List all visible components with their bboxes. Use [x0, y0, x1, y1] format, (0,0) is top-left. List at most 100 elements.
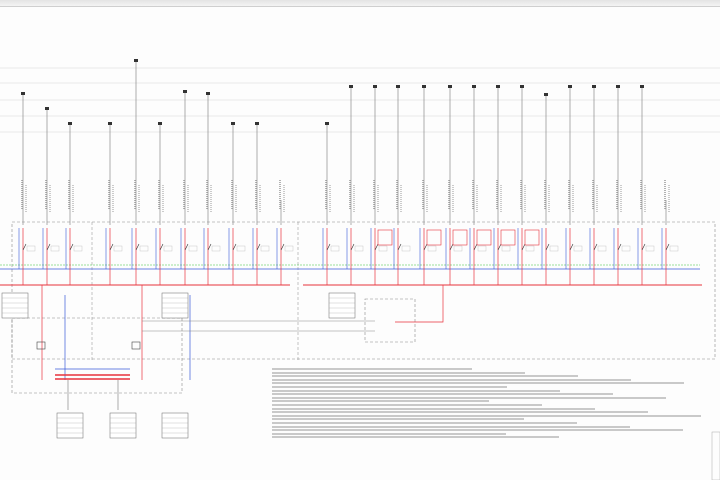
breaker-symbol [665, 243, 670, 251]
breaker-symbol [350, 243, 355, 251]
breaker-label [401, 245, 411, 252]
rcd-box [500, 229, 516, 246]
breaker-symbol [280, 243, 285, 251]
meter-icon [131, 341, 141, 350]
breaker-symbol [423, 243, 428, 251]
breaker-symbol [22, 243, 27, 251]
breaker-label [73, 245, 83, 252]
breaker-label [621, 245, 631, 252]
note-line [272, 407, 595, 410]
breaker-label [26, 245, 36, 252]
breaker-symbol [109, 243, 114, 251]
note-line [272, 378, 631, 381]
consumer-icon [108, 122, 112, 125]
rcd-box [377, 229, 393, 246]
breaker-symbol [545, 243, 550, 251]
consumer-icon [206, 92, 210, 95]
note-line [272, 385, 507, 388]
consumer-icon [255, 122, 259, 125]
breaker-label [549, 245, 559, 252]
spec-table [56, 412, 84, 439]
breaker-symbol [397, 243, 402, 251]
breaker-symbol [232, 243, 237, 251]
consumer-icon [496, 85, 500, 88]
breaker-symbol [256, 243, 261, 251]
breaker-symbol [449, 243, 454, 251]
breaker-symbol [326, 243, 331, 251]
breaker-label [453, 245, 463, 252]
breaker-symbol [641, 243, 646, 251]
consumer-icon [520, 85, 524, 88]
breaker-label [669, 245, 679, 252]
rcd-box [524, 229, 540, 246]
spec-table [161, 292, 189, 319]
notes-block [272, 366, 712, 440]
title-block-edge [711, 431, 720, 480]
breaker-label [501, 245, 511, 252]
consumer-icon [68, 122, 72, 125]
consumer-icon [544, 93, 548, 96]
consumer-icon [422, 85, 426, 88]
note-line [272, 393, 613, 396]
breaker-symbol [593, 243, 598, 251]
note-line [272, 403, 542, 406]
consumer-icon [183, 90, 187, 93]
consumer-icon [568, 85, 572, 88]
note-line [272, 436, 559, 439]
breaker-symbol [135, 243, 140, 251]
note-line [272, 421, 577, 424]
breaker-label [163, 245, 173, 252]
breaker-label [50, 245, 60, 252]
consumer-icon [373, 85, 377, 88]
breaker-symbol [374, 243, 379, 251]
meter-icon [36, 341, 46, 350]
breaker-symbol [184, 243, 189, 251]
breaker-symbol [69, 243, 74, 251]
viewer-top-bar [0, 0, 720, 7]
meter-frame [364, 298, 416, 343]
breaker-symbol [207, 243, 212, 251]
spec-table [161, 412, 189, 439]
note-line [272, 375, 578, 378]
breaker-symbol [521, 243, 526, 251]
consumer-icon [45, 107, 49, 110]
breaker-label [597, 245, 607, 252]
breaker-label [573, 245, 583, 252]
breaker-symbol [569, 243, 574, 251]
rcd-box [452, 229, 468, 246]
note-line [272, 425, 630, 428]
consumer-icon [448, 85, 452, 88]
breaker-symbol [617, 243, 622, 251]
consumer-icon [325, 122, 329, 125]
rcd-box [476, 229, 492, 246]
input-frame [11, 317, 183, 394]
breaker-label [427, 245, 437, 252]
note-line [272, 396, 666, 399]
consumer-icon [640, 85, 644, 88]
breaker-symbol [46, 243, 51, 251]
consumer-icon [472, 85, 476, 88]
breaker-symbol [497, 243, 502, 251]
consumer-icon [349, 85, 353, 88]
breaker-label [525, 245, 535, 252]
consumer-icon [134, 59, 138, 62]
meter-feed [395, 285, 444, 323]
note-line [272, 411, 648, 414]
breaker-label [477, 245, 487, 252]
breaker-label [645, 245, 655, 252]
consumer-icon [592, 85, 596, 88]
consumer-icon [396, 85, 400, 88]
breaker-label [284, 245, 294, 252]
breaker-symbol [159, 243, 164, 251]
breaker-label [211, 245, 221, 252]
consumer-icon [616, 85, 620, 88]
consumer-icon [231, 122, 235, 125]
breaker-label [236, 245, 246, 252]
spec-table [109, 412, 137, 439]
breaker-label [378, 245, 388, 252]
breaker-label [330, 245, 340, 252]
breaker-symbol [473, 243, 478, 251]
note-line [272, 382, 684, 385]
note-line [272, 414, 701, 417]
